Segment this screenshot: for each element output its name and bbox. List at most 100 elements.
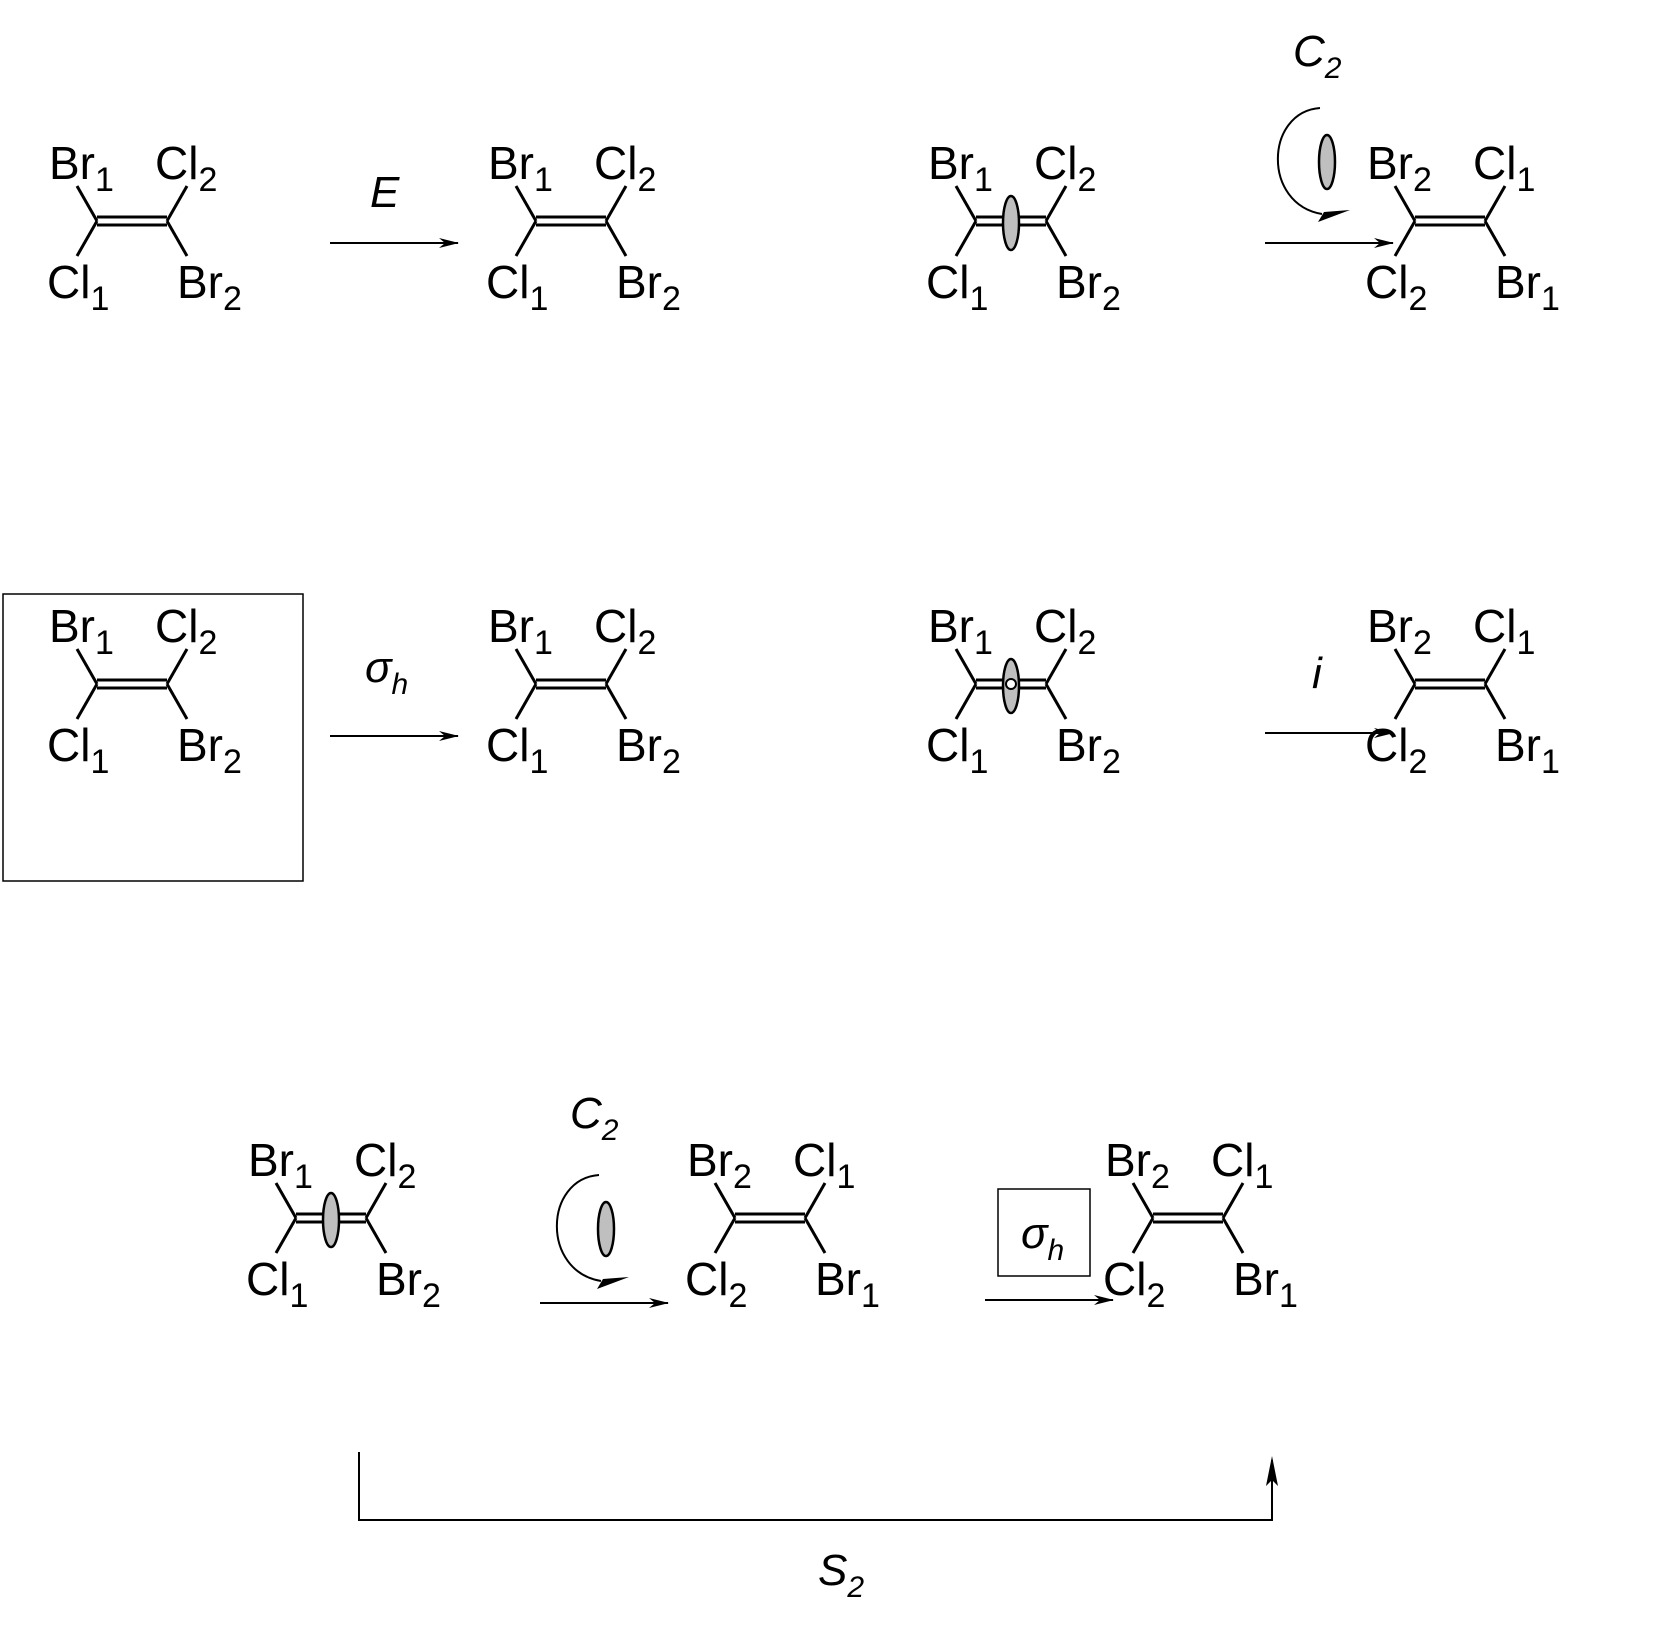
label-rotation-c2: C2 — [1293, 27, 1342, 85]
atom-bottom-left-index: 1 — [529, 280, 548, 318]
bond-bottom-right — [165, 683, 189, 720]
atom-bottom-right: Br2 — [376, 1253, 441, 1315]
atom-top-left-index: 1 — [294, 1158, 313, 1196]
atom-bottom-left: Cl1 — [486, 719, 548, 781]
bond-bottom-left — [1393, 683, 1417, 720]
atom-bottom-right-index: 2 — [1102, 280, 1121, 318]
atom-top-right-index: 1 — [1516, 161, 1535, 199]
bond-top-left — [514, 185, 538, 222]
atom-top-right-index: 2 — [198, 624, 217, 662]
atom-bottom-left-index: 1 — [289, 1277, 308, 1315]
atom-bottom-right: Br2 — [177, 256, 242, 318]
atom-bottom-left-symbol: Cl — [685, 1253, 728, 1305]
label-inversion-i: i — [1312, 649, 1323, 698]
bond-top-right — [1044, 185, 1068, 222]
rotation-axis-icon — [596, 1200, 616, 1258]
atom-top-right-index: 2 — [198, 161, 217, 199]
atom-bottom-left-index: 2 — [1408, 280, 1427, 318]
atom-top-right-symbol: Cl — [1034, 137, 1077, 189]
atom-top-left-index: 2 — [733, 1158, 752, 1196]
bond-bottom-left — [514, 220, 538, 257]
atom-top-left: Br1 — [49, 137, 114, 199]
bond-bottom-left — [514, 683, 538, 720]
atom-top-left-symbol: Br — [1367, 137, 1413, 189]
label-reflection-sigma-h-second: σh — [1021, 1209, 1064, 1267]
label-identity-e: E — [370, 168, 400, 217]
atom-bottom-right-index: 1 — [1541, 280, 1560, 318]
atom-top-left-symbol: Br — [488, 600, 534, 652]
bond-top-left — [1131, 1182, 1155, 1219]
atom-bottom-right-symbol: Br — [1056, 719, 1102, 771]
atom-top-left-index: 2 — [1413, 624, 1432, 662]
atom-top-right: Cl1 — [1473, 137, 1535, 199]
bond-bottom-right — [364, 1217, 388, 1254]
atom-bottom-right-index: 2 — [422, 1277, 441, 1315]
atom-top-right: Cl2 — [594, 137, 656, 199]
atom-top-right-index: 2 — [637, 624, 656, 662]
label-rotation-c2-symbol: C — [1293, 27, 1326, 76]
label-identity-e-symbol: E — [370, 168, 400, 217]
label-reflection-sigma-h-subscript: h — [392, 668, 409, 701]
atom-top-right-index: 2 — [637, 161, 656, 199]
atom-bottom-left: Cl2 — [685, 1253, 747, 1315]
bond-top-right — [803, 1182, 827, 1219]
atom-bottom-right-index: 2 — [662, 280, 681, 318]
atom-bottom-right-symbol: Br — [376, 1253, 422, 1305]
s2-bracket-arrowhead — [1266, 1456, 1278, 1486]
c2-axis-icon — [1001, 194, 1021, 252]
atom-bottom-left-symbol: Cl — [246, 1253, 289, 1305]
rotation-arrow-curve — [1277, 107, 1323, 215]
atom-bottom-right: Br2 — [616, 256, 681, 318]
atom-top-right-symbol: Cl — [354, 1134, 397, 1186]
bond-top-left — [514, 648, 538, 685]
atom-bottom-left-symbol: Cl — [926, 256, 969, 308]
bond-bottom-left — [274, 1217, 298, 1254]
atom-bottom-left-symbol: Cl — [486, 256, 529, 308]
atom-top-left-symbol: Br — [1105, 1134, 1151, 1186]
bond-bottom-right — [1483, 220, 1507, 257]
atom-bottom-right-index: 1 — [1279, 1277, 1298, 1315]
atom-bottom-right-index: 2 — [1102, 743, 1121, 781]
bond-bottom-left — [1393, 220, 1417, 257]
label-improper-rotation-s2: S2 — [818, 1546, 864, 1604]
atom-top-right: Cl2 — [354, 1134, 416, 1196]
atom-top-right: Cl2 — [155, 600, 217, 662]
atom-bottom-left-symbol: Cl — [1103, 1253, 1146, 1305]
atom-top-right-symbol: Cl — [1034, 600, 1077, 652]
atom-top-right: Cl2 — [155, 137, 217, 199]
atom-top-left-symbol: Br — [49, 600, 95, 652]
bond-bottom-left — [75, 683, 99, 720]
atom-bottom-right-symbol: Br — [616, 256, 662, 308]
atom-top-left-symbol: Br — [488, 137, 534, 189]
atom-top-left: Br2 — [1367, 600, 1432, 662]
reference-molecule-box — [2, 593, 304, 882]
atom-top-left-symbol: Br — [687, 1134, 733, 1186]
atom-bottom-left-symbol: Cl — [47, 256, 90, 308]
bond-bottom-left — [75, 220, 99, 257]
c2-axis-icon — [321, 1191, 341, 1249]
atom-top-right-symbol: Cl — [1211, 1134, 1254, 1186]
atom-top-left: Br1 — [488, 137, 553, 199]
atom-bottom-left: Cl2 — [1365, 719, 1427, 781]
atom-top-right-symbol: Cl — [155, 137, 198, 189]
atom-top-left: Br1 — [488, 600, 553, 662]
label-improper-rotation-s2-symbol: S — [818, 1546, 847, 1595]
label-rotation-c2-subscript: 2 — [1324, 52, 1342, 85]
atom-bottom-right-symbol: Br — [1495, 256, 1541, 308]
atom-bottom-left-index: 1 — [90, 280, 109, 318]
atom-top-right-symbol: Cl — [1473, 600, 1516, 652]
atom-bottom-right: Br1 — [1495, 719, 1560, 781]
atom-top-right-symbol: Cl — [1473, 137, 1516, 189]
atom-top-left-index: 1 — [974, 624, 993, 662]
atom-bottom-right-symbol: Br — [616, 719, 662, 771]
bond-top-right — [604, 185, 628, 222]
atom-bottom-left-index: 1 — [969, 280, 988, 318]
atom-bottom-left-index: 1 — [969, 743, 988, 781]
bond-bottom-right — [604, 220, 628, 257]
